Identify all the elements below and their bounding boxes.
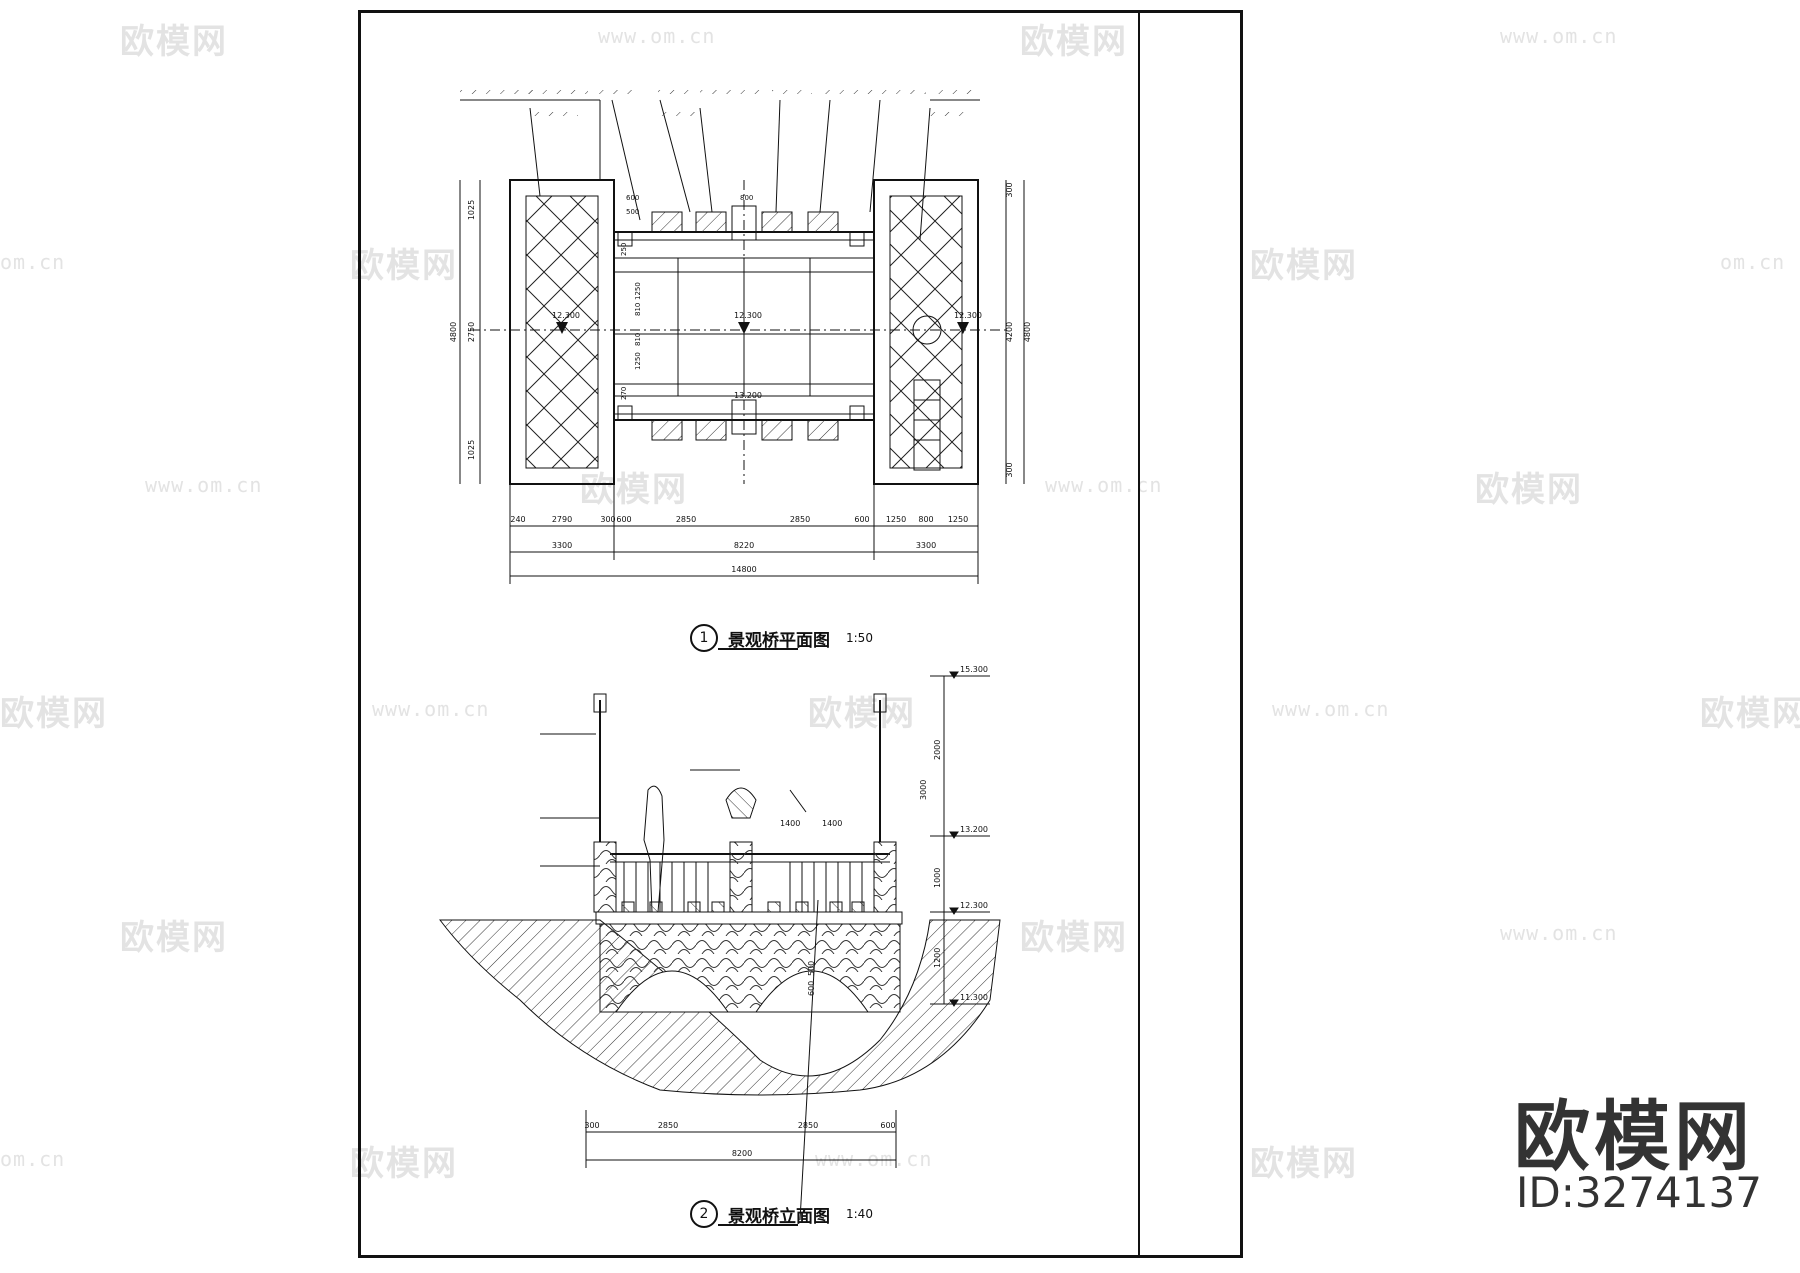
dim-text: 1025 <box>467 200 476 220</box>
drawing-sheet <box>358 10 1243 1258</box>
dim-text: 8200 <box>732 1149 752 1158</box>
dim-text: 1250 <box>886 515 906 524</box>
dim-text: 2850 <box>658 1121 678 1130</box>
right-plaza <box>873 179 979 485</box>
elevation-title-block: 2 景观桥立面图 1:40 <box>690 1200 873 1228</box>
dim-text: 600 <box>880 1121 895 1130</box>
dim-text: 1250 <box>948 515 968 524</box>
elevation-title-underline <box>718 1224 798 1226</box>
plan-leader-lines <box>460 90 980 241</box>
elev-mark: 12.300 <box>552 311 580 320</box>
bridge-elevation-view: 15.300 13.200 12.300 11.300 2000 3000 10… <box>438 665 1001 1221</box>
elev-level: 11.300 <box>960 993 988 1002</box>
dim-text: 3000 <box>919 780 928 800</box>
plan-side-dims: 1025 2750 1025 4800 300 4200 300 4800 <box>449 182 1032 477</box>
dim-text: 1000 <box>933 868 942 888</box>
dim-text: 1250 <box>634 282 642 300</box>
dim-text: 500 <box>626 208 639 216</box>
dim-text: 2000 <box>933 740 942 760</box>
dim-text: 3300 <box>916 541 936 550</box>
elev-mark: 13.200 <box>734 391 762 400</box>
dim-text: 300 <box>600 515 615 524</box>
elev-mark: 12.300 <box>954 311 982 320</box>
plan-title-underline <box>718 648 798 650</box>
elevation-scale: 1:40 <box>846 1207 873 1221</box>
elev-level: 15.300 <box>960 665 988 674</box>
dim-text: 250 <box>620 243 628 256</box>
brand-id: ID:3274137 <box>1516 1168 1762 1217</box>
plan-scale: 1:50 <box>846 631 873 645</box>
dim-text: 300 <box>1005 182 1014 197</box>
dim-text: 600 <box>616 515 631 524</box>
dim-text: 600 <box>626 194 639 202</box>
plan-title-number: 1 <box>690 624 718 652</box>
dim-text: 1250 <box>634 352 642 370</box>
dim-text: 8220 <box>734 541 754 550</box>
dim-text: 1025 <box>467 440 476 460</box>
dim-text: 500 <box>807 961 816 976</box>
dim-text: 4800 <box>1023 322 1032 342</box>
dim-text: 4200 <box>1005 322 1014 342</box>
elevation-title-number: 2 <box>690 1200 718 1228</box>
title-strip-divider <box>1138 10 1140 1258</box>
dim-text: 800 <box>740 194 753 202</box>
dim-text: 300 <box>1005 462 1014 477</box>
dim-text: 270 <box>620 387 628 400</box>
plan-inner-dims: 600 500 800 250 1250 810 810 1250 270 <box>620 194 753 400</box>
dim-text: 2850 <box>798 1121 818 1130</box>
plan-elevation-marks: 12.300 12.300 12.300 13.200 <box>552 311 982 400</box>
dim-text: 2750 <box>467 322 476 342</box>
dim-text: 1400 <box>822 819 842 828</box>
elev-mark: 12.300 <box>734 311 762 320</box>
dim-text: 2850 <box>676 515 696 524</box>
plan-dimension-lines <box>459 180 1025 584</box>
dim-text: 1200 <box>933 948 942 968</box>
plan-bottom-dims: 240 2790 300 600 2850 2850 600 1250 800 … <box>510 515 968 574</box>
bridge-deck <box>470 180 1010 484</box>
dim-text: 600 <box>807 981 816 996</box>
plan-title: 景观桥平面图 <box>728 630 830 651</box>
elev-level: 13.200 <box>960 825 988 834</box>
dim-text: 800 <box>918 515 933 524</box>
elevation-title: 景观桥立面图 <box>728 1206 830 1227</box>
plan-title-block: 1 景观桥平面图 1:50 <box>690 624 873 652</box>
elev-level: 12.300 <box>960 901 988 910</box>
dim-text: 3300 <box>552 541 572 550</box>
left-plaza <box>509 179 615 485</box>
dim-text: 2790 <box>552 515 572 524</box>
dim-text: 4800 <box>449 322 458 342</box>
dim-text: 240 <box>510 515 525 524</box>
dim-text: 1400 <box>780 819 800 828</box>
dim-text: 14800 <box>731 565 756 574</box>
dim-text: 2850 <box>790 515 810 524</box>
dim-text: 600 <box>854 515 869 524</box>
dim-text: 810 <box>634 333 642 346</box>
dim-text: 300 <box>584 1121 599 1130</box>
dim-text: 810 <box>634 303 642 316</box>
brand-logo-text: 欧模网 <box>1514 1092 1754 1181</box>
